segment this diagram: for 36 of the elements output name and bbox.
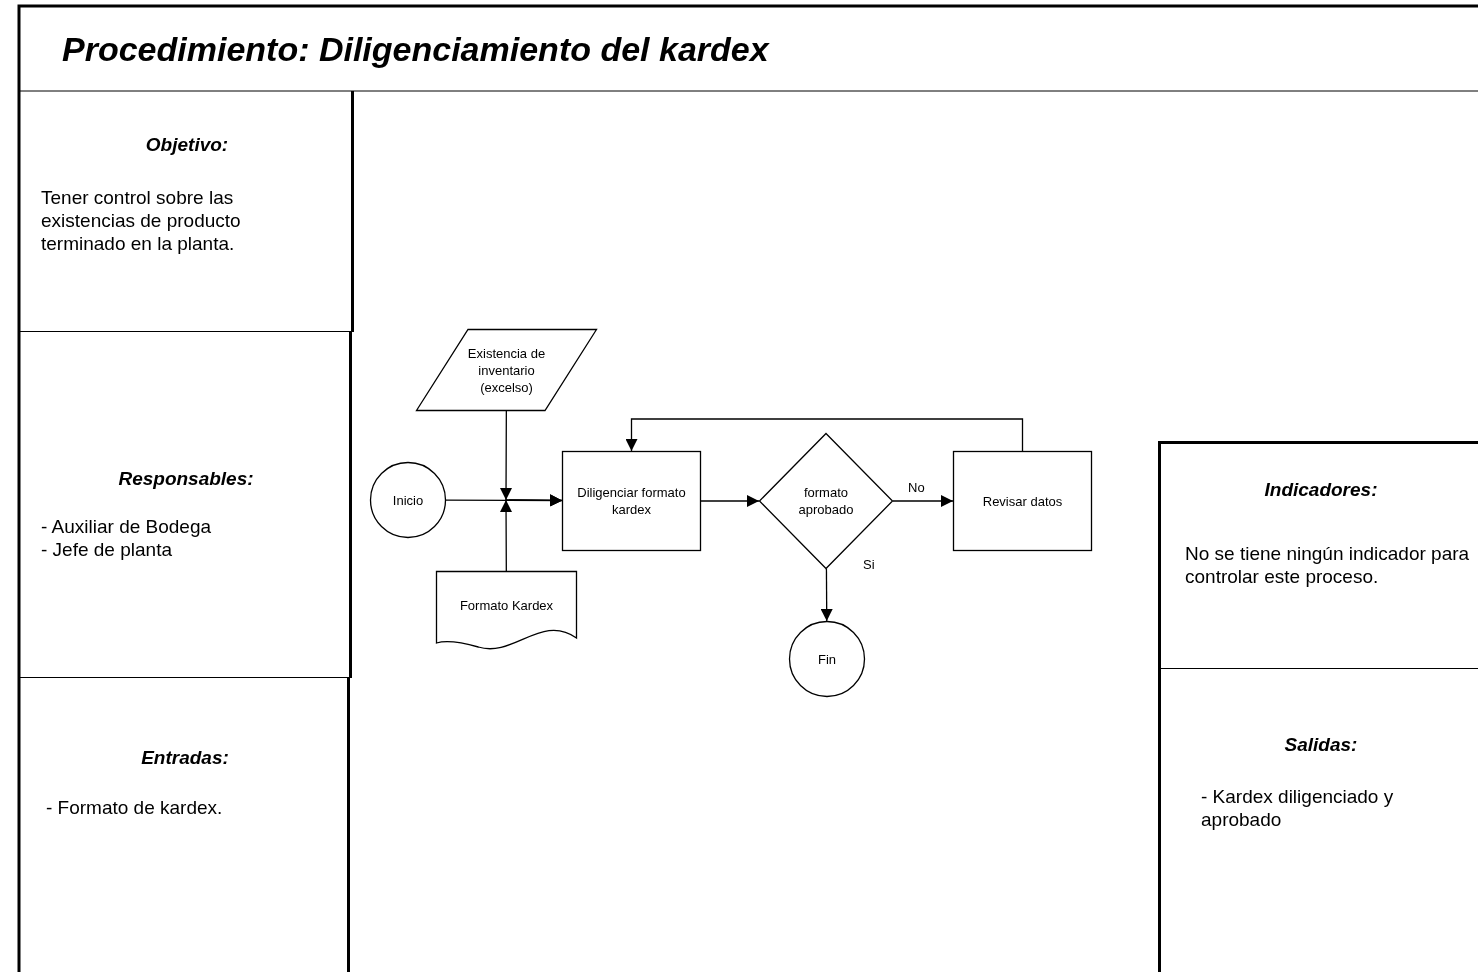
process-box bbox=[562, 451, 701, 551]
panel-text: - Formato de kardex. bbox=[46, 796, 224, 819]
node-label: Revisar datos bbox=[982, 492, 1063, 510]
arrow bbox=[700, 495, 760, 507]
panel-heading: Objetivo: bbox=[144, 133, 230, 156]
data-parallelogram bbox=[416, 329, 597, 411]
panel-text: - Jefe de planta bbox=[41, 538, 173, 561]
terminal-circle bbox=[370, 462, 446, 538]
responsibles-panel bbox=[20, 332, 352, 678]
arrow bbox=[500, 488, 563, 572]
node-label: Formato Kardex bbox=[459, 596, 554, 614]
indicators-panel bbox=[1158, 441, 1478, 668]
node-label: Diligenciar formato kardex bbox=[576, 484, 687, 518]
node-label: formato aprobado bbox=[797, 484, 855, 518]
process-box bbox=[953, 451, 1092, 551]
decision-diamond bbox=[759, 433, 893, 569]
panel-text: No se tiene ningún indicador para controlar este proceso. bbox=[1185, 542, 1470, 588]
terminal-circle bbox=[789, 621, 865, 697]
panel-text: - Auxiliar de Bodega bbox=[41, 515, 213, 538]
node-label: Fin bbox=[817, 650, 837, 668]
panel-heading: Indicadores: bbox=[1263, 478, 1379, 501]
edge-label: Si bbox=[861, 557, 877, 572]
outputs-panel bbox=[1158, 668, 1478, 972]
panel-text: Tener control sobre las existencias de producto terminado en la planta. bbox=[41, 186, 242, 255]
arrow bbox=[892, 495, 954, 507]
panel-heading: Salidas: bbox=[1283, 733, 1359, 756]
panel-heading: Entradas: bbox=[140, 746, 230, 769]
node-label: Inicio bbox=[392, 491, 424, 509]
node-label: Existencia de inventario (excelso) bbox=[466, 344, 547, 396]
panel-text: - Kardex diligenciado y aprobado bbox=[1201, 785, 1395, 831]
diagram-title: Procedimiento: Diligenciamiento del kardex bbox=[62, 30, 769, 69]
arrow bbox=[625, 418, 1024, 452]
objective-panel bbox=[20, 91, 354, 332]
panel-heading: Responsables: bbox=[117, 467, 255, 490]
edge-label: No bbox=[906, 480, 927, 495]
arrow bbox=[820, 567, 833, 622]
